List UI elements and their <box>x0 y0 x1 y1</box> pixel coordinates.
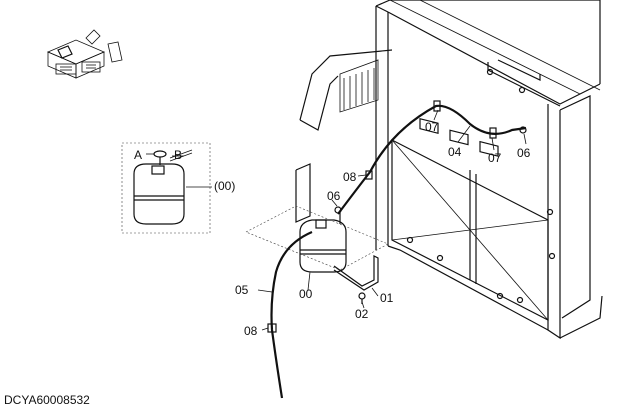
label-part-08-lower: 08 <box>244 324 258 338</box>
label-a: A <box>134 148 142 162</box>
clamp-07-right <box>489 127 497 139</box>
kit-inset-box <box>121 142 212 234</box>
clamp-07-left <box>433 100 441 112</box>
label-part-07-left: 07 <box>425 120 439 134</box>
radiator-frame <box>375 0 603 340</box>
label-part-07-right: 07 <box>488 151 502 165</box>
leader-lines <box>146 109 527 331</box>
reserve-tank <box>299 212 347 273</box>
figure-id: DCYA60008532 <box>4 393 90 407</box>
label-part-00: 00 <box>299 287 313 301</box>
mounting-plate-outline <box>245 205 389 271</box>
label-kit-00: (00) <box>214 179 235 193</box>
hose-05 <box>270 230 313 399</box>
label-part-06-left: 06 <box>327 189 341 203</box>
label-part-06-right: 06 <box>517 146 531 160</box>
label-part-01: 01 <box>380 291 394 305</box>
orientation-icon <box>46 29 123 79</box>
label-part-08-upper: 08 <box>343 170 357 184</box>
hose-04 <box>337 104 527 215</box>
bracket-01 <box>333 255 379 291</box>
label-part-04: 04 <box>448 145 462 159</box>
label-part-05: 05 <box>235 283 249 297</box>
bolt-06-left <box>334 206 342 214</box>
bolt-06-right <box>519 126 527 134</box>
fan-shroud <box>295 49 393 223</box>
label-b: B <box>174 148 182 162</box>
label-part-02: 02 <box>355 307 369 321</box>
